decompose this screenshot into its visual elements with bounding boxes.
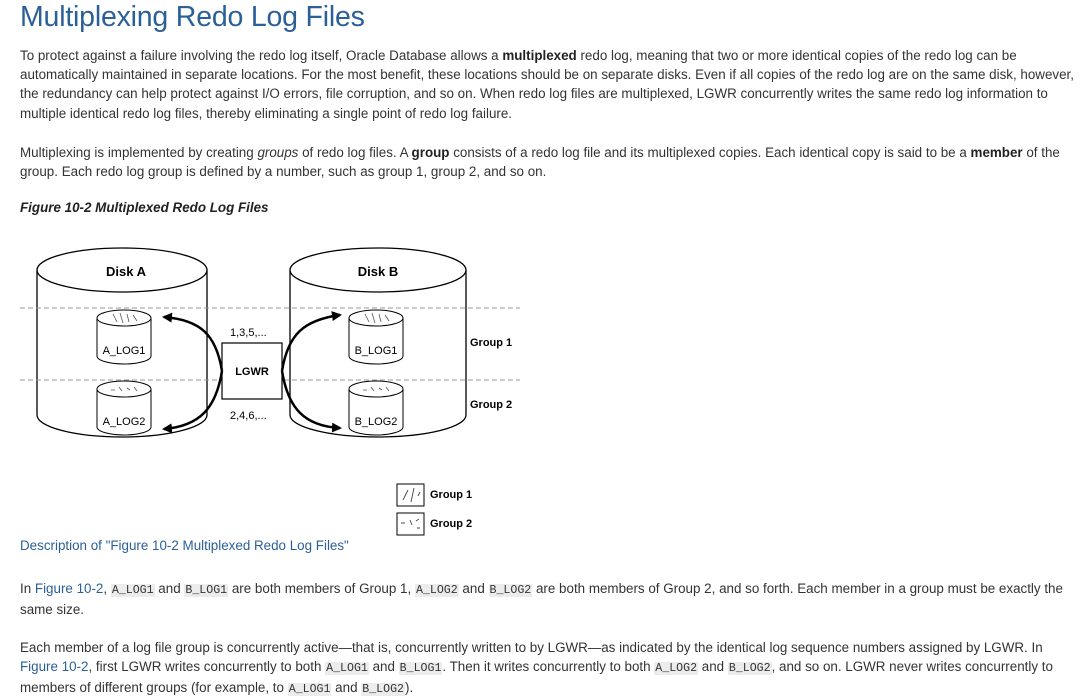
group1-label: Group 1 xyxy=(470,337,512,349)
code-a-log1: A_LOG1 xyxy=(110,584,155,597)
even-sequence-label: 2,4,6,... xyxy=(230,410,267,422)
para4-text-4: . Then it writes concurrently to both xyxy=(442,659,655,675)
code-a-log2: A_LOG2 xyxy=(414,584,459,597)
group2-label: Group 2 xyxy=(470,399,512,411)
legend-group1-label: Group 1 xyxy=(430,489,472,501)
code-a-log2: A_LOG2 xyxy=(654,662,699,676)
code-b-log2: B_LOG2 xyxy=(361,683,405,697)
arrow-to-a-log1 xyxy=(162,312,224,372)
code-a-log1: A_LOG1 xyxy=(287,683,332,697)
figure-caption: Figure 10-2 Multiplexed Redo Log Files xyxy=(20,200,269,215)
arrow-to-b-log2 xyxy=(280,370,342,433)
page-title: Multiplexing Redo Log Files xyxy=(20,1,365,33)
para3-text-3: and xyxy=(154,581,185,596)
code-b-log2: B_LOG2 xyxy=(727,662,772,676)
para2-text-3: consists of a redo log file and its mult… xyxy=(449,145,971,160)
para2-text-4: of the group. Each redo log group is def… xyxy=(20,145,1060,180)
arrow-to-a-log2 xyxy=(162,370,224,434)
figure-10-2-link[interactable]: Figure 10-2 xyxy=(34,581,104,596)
para3-text-4: are both members of Group 1, xyxy=(228,581,415,596)
para4-text-6: , and so on. LGWR never writes concurren… xyxy=(20,659,1053,696)
legend-group2-label: Group 2 xyxy=(430,518,472,530)
term-member: member xyxy=(970,145,1023,160)
paragraph-multiplexed-intro: To protect against a failure involving t… xyxy=(20,46,1078,123)
para4-text-7: and xyxy=(331,680,362,696)
para2-text-2: of redo log files. A xyxy=(298,145,412,160)
figure-description-link[interactable]: Description of "Figure 10-2 Multiplexed … xyxy=(20,538,349,553)
code-b-log2: B_LOG2 xyxy=(488,584,533,597)
para1-text-1: To protect against a failure involving t… xyxy=(20,48,503,63)
b-log2-label: B_LOG2 xyxy=(355,416,398,428)
para4-text-8: ). xyxy=(405,680,414,696)
lgwr-process-box: LGWR xyxy=(221,342,283,400)
para3-text-1: In xyxy=(20,581,35,596)
para4-text-2: , first LGWR writes concurrently to both xyxy=(88,659,326,675)
para3-text-5: and xyxy=(458,581,489,596)
term-groups: groups xyxy=(257,145,299,160)
term-group: group xyxy=(411,145,450,160)
odd-sequence-label: 1,3,5,... xyxy=(230,327,267,339)
paragraph-group-members: In Figure 10-2, A_LOG1 and B_LOG1 are bo… xyxy=(20,579,1078,619)
term-multiplexed: multiplexed xyxy=(502,48,577,63)
code-b-log1: B_LOG1 xyxy=(398,662,443,676)
a-log1-file: A_LOG1 xyxy=(96,309,152,365)
lgwr-label: LGWR xyxy=(235,366,269,378)
para4-text-3: and xyxy=(368,659,399,675)
legend-group1-swatch xyxy=(396,483,425,507)
figure-10-2-link-2[interactable]: Figure 10-2 xyxy=(20,659,89,675)
b-log2-file: B_LOG2 xyxy=(348,380,404,436)
para3-text-2: , xyxy=(103,581,111,596)
para4-text-5: and xyxy=(698,659,728,675)
a-log2-file: A_LOG2 xyxy=(96,380,152,436)
paragraph-groups: Multiplexing is implemented by creating … xyxy=(20,143,1078,181)
para2-text-1: Multiplexing is implemented by creating xyxy=(20,145,258,160)
b-log1-label: B_LOG1 xyxy=(355,345,398,357)
code-a-log1: A_LOG1 xyxy=(325,662,369,676)
multiplexed-redo-log-diagram: Disk A Disk B A_LOG1 A_LOG2 xyxy=(20,247,520,536)
para4-text-1: Each member of a log file group is concu… xyxy=(20,640,1043,655)
a-log2-label: A_LOG2 xyxy=(103,416,146,428)
legend-group2-swatch xyxy=(396,512,425,536)
disk-b-label: Disk B xyxy=(358,264,398,279)
a-log1-label: A_LOG1 xyxy=(103,345,146,357)
legend: Group 1 Group 2 xyxy=(396,483,472,536)
para3-text-6: are both members of Group 2, and so fort… xyxy=(20,581,1063,618)
para1-text-2: redo log, meaning that two or more ident… xyxy=(20,48,1074,121)
disk-a-label: Disk A xyxy=(106,264,147,279)
b-log1-file: B_LOG1 xyxy=(348,309,404,365)
paragraph-concurrent-writes: Each member of a log file group is concu… xyxy=(20,638,1078,700)
code-b-log1: B_LOG1 xyxy=(184,584,229,597)
arrow-to-b-log1 xyxy=(280,311,342,372)
